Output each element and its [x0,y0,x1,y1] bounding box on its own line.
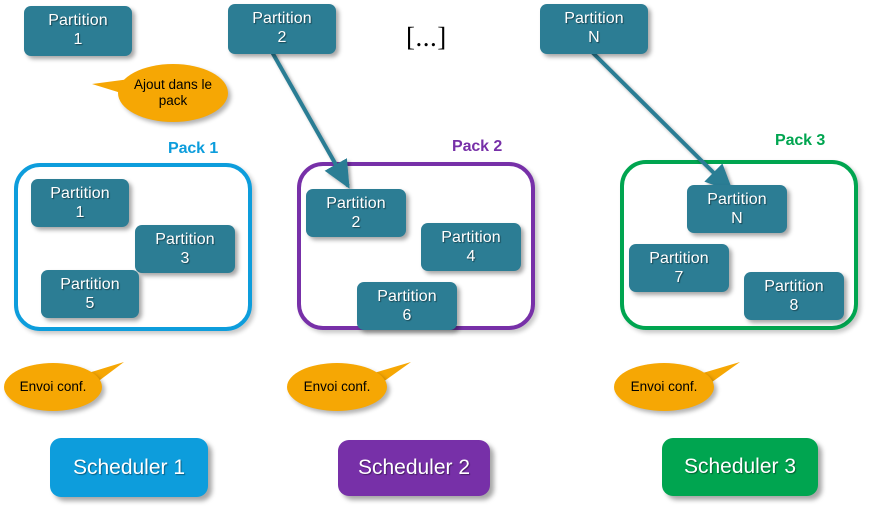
callout-text: Ajout dans le pack [133,77,213,108]
callout-text: Envoi conf. [19,379,87,394]
partition-label: Partition [50,185,110,202]
callout-envoi-conf-2: Envoi conf. [285,358,415,414]
pack-2-partition-4[interactable]: Partition 4 [421,223,521,271]
partition-value: 6 [402,307,412,324]
pack-1-label: Pack 1 [168,140,219,157]
callout-bubble: Envoi conf. [4,363,102,411]
ellipsis-marker: [...] [406,22,447,52]
partition-value: 2 [277,29,287,46]
partition-value: 3 [180,250,190,267]
pack-1-frame [14,163,252,331]
partition-value: 7 [674,269,684,286]
partition-label: Partition [60,276,120,293]
callout-bubble: Envoi conf. [287,363,387,411]
partition-label: Partition [441,229,501,246]
partition-label: Partition [649,250,709,267]
callout-text: Envoi conf. [303,379,371,394]
callout-ajout-dans-le-pack: Ajout dans le pack [90,62,230,126]
pack-1-partition-1[interactable]: Partition 1 [31,179,129,227]
scheduler-1[interactable]: Scheduler 1 [50,438,208,497]
partition-label: Partition [377,288,437,305]
partition-value: 5 [85,295,95,312]
pack-3-frame [620,160,858,330]
partition-value: 2 [351,214,361,231]
pack-1-partition-5[interactable]: Partition 5 [41,270,139,318]
source-partition-2[interactable]: Partition 2 [228,4,336,54]
partition-value: N [588,29,600,46]
partition-label: Partition [564,10,624,27]
arrow-partitionN-to-pack3 [590,50,734,193]
pack-2-label: Pack 2 [452,138,503,155]
partition-value: 1 [75,204,85,221]
callout-envoi-conf-1: Envoi conf. [2,358,128,414]
partition-label: Partition [252,10,312,27]
pack-3-partition-8[interactable]: Partition 8 [744,272,844,320]
partition-value: N [731,210,743,227]
pack-3-partition-7[interactable]: Partition 7 [629,244,729,292]
source-partition-1[interactable]: Partition 1 [24,6,132,56]
partition-value: 8 [789,297,799,314]
pack-2-partition-2[interactable]: Partition 2 [306,189,406,237]
callout-bubble: Ajout dans le pack [118,64,228,122]
partition-value: 4 [466,248,476,265]
source-partition-n[interactable]: Partition N [540,4,648,54]
pack-3-partition-n[interactable]: Partition N [687,185,787,233]
partition-label: Partition [155,231,215,248]
scheduler-2[interactable]: Scheduler 2 [338,440,490,496]
partition-label: Partition [48,12,108,29]
pack-1-partition-3[interactable]: Partition 3 [135,225,235,273]
partition-label: Partition [326,195,386,212]
partition-label: Partition [707,191,767,208]
callout-bubble: Envoi conf. [614,363,714,411]
partition-label: Partition [764,278,824,295]
arrow-partition2-to-pack2 [270,51,350,189]
partition-value: 1 [73,31,83,48]
scheduler-3[interactable]: Scheduler 3 [662,438,818,496]
callout-text: Envoi conf. [630,379,698,394]
pack-3-label: Pack 3 [775,132,826,149]
pack-2-partition-6[interactable]: Partition 6 [357,282,457,330]
callout-envoi-conf-3: Envoi conf. [612,358,744,414]
